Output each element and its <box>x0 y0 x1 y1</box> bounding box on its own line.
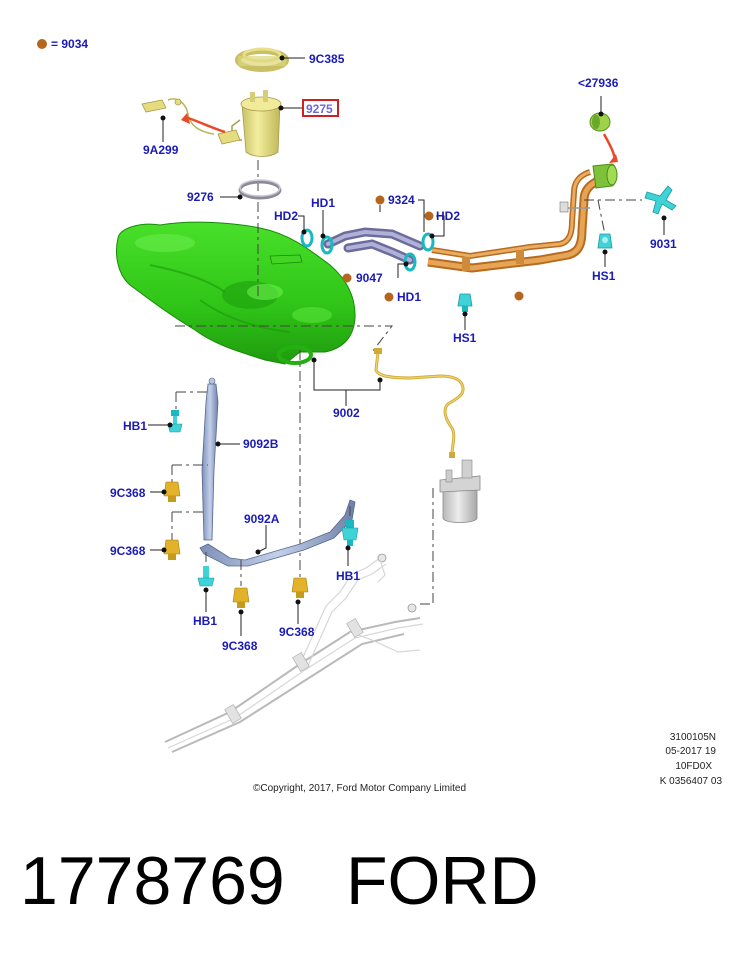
marker-9034-icon <box>375 195 385 205</box>
label-9031: 9031 <box>650 237 677 251</box>
fuel-pump-seal <box>238 179 282 200</box>
label-hb1-right: HB1 <box>336 569 360 583</box>
hose-9047 <box>343 239 415 265</box>
meta-line-1: 3100105N <box>670 732 716 743</box>
meta-line-3: 10FD0X <box>675 761 712 772</box>
marker-9034-icon <box>424 211 434 221</box>
legend-dot-icon <box>37 39 47 49</box>
direction-arrow-icon <box>181 113 226 134</box>
label-hd2-left: HD2 <box>274 209 298 223</box>
legend-text: = 9034 <box>51 37 88 51</box>
part-number: 1778769 <box>20 843 285 919</box>
highlight-box <box>302 99 339 117</box>
vent-valve <box>644 185 677 215</box>
bolt-hb1-top <box>167 410 183 433</box>
label-hd1-bottom: HD1 <box>397 290 421 304</box>
bolt-hb1-bottom <box>197 566 215 587</box>
label-9092a: 9092A <box>244 512 280 526</box>
label-hd2-right: HD2 <box>436 209 460 223</box>
fuel-line <box>374 348 465 458</box>
fuel-pump-ring <box>235 47 289 72</box>
label-hs1-right: HS1 <box>592 269 616 283</box>
carbon-canister <box>439 459 481 523</box>
label-9047: 9047 <box>356 271 383 285</box>
label-9c368-1: 9C368 <box>110 486 146 500</box>
clip-hs1-center <box>457 293 473 312</box>
label-9324: 9324 <box>388 193 415 207</box>
marker-9034-icon <box>342 273 352 283</box>
meta-line-4: K 0356407 03 <box>660 776 723 787</box>
filler-pipe <box>427 163 618 273</box>
drawing-metadata: 3100105N 05-2017 19 10FD0X K 0356407 03 <box>660 732 723 787</box>
fuel-pump-sender <box>231 90 282 157</box>
leader-lines <box>148 55 667 636</box>
label-9c368-2: 9C368 <box>110 544 146 558</box>
marker-9034-icon <box>384 292 394 302</box>
label-27936: <27936 <box>578 76 619 90</box>
clamp-hd1-top <box>320 235 334 255</box>
fuel-tank <box>116 221 356 365</box>
label-9c368-3: 9C368 <box>222 639 258 653</box>
marker-9034-icon <box>514 291 524 301</box>
clamp-hd2-right <box>421 232 435 252</box>
clip-hs1-right <box>597 233 613 249</box>
cap-arrow-icon <box>602 133 618 163</box>
brand: FORD <box>346 843 539 919</box>
label-9002: 9002 <box>333 406 360 420</box>
clamp-hd2-left <box>300 228 314 248</box>
label-hb1-top: HB1 <box>123 419 147 433</box>
strap-9092b <box>201 377 219 541</box>
label-9092b: 9092B <box>243 437 279 451</box>
label-hs1-center: HS1 <box>453 331 477 345</box>
label-9275: 9275 <box>306 102 333 116</box>
copyright: ©Copyright, 2017, Ford Motor Company Lim… <box>253 783 466 794</box>
strap-9092a <box>199 499 356 567</box>
meta-line-2: 05-2017 19 <box>665 746 716 757</box>
legend: = 9034 <box>37 37 88 51</box>
label-hd1-top: HD1 <box>311 196 335 210</box>
nut-9c368-3 <box>232 587 250 608</box>
label-9a299: 9A299 <box>143 143 179 157</box>
hose-9324 <box>323 227 425 251</box>
bolt-hb1-right <box>341 520 359 546</box>
label-9276: 9276 <box>187 190 214 204</box>
label-9c385: 9C385 <box>309 52 345 66</box>
underbody-lines <box>164 553 424 753</box>
connector-harness <box>141 98 241 145</box>
label-hb1-bottom: HB1 <box>193 614 217 628</box>
label-9c368-4: 9C368 <box>279 625 315 639</box>
nut-9c368-4 <box>291 577 309 598</box>
